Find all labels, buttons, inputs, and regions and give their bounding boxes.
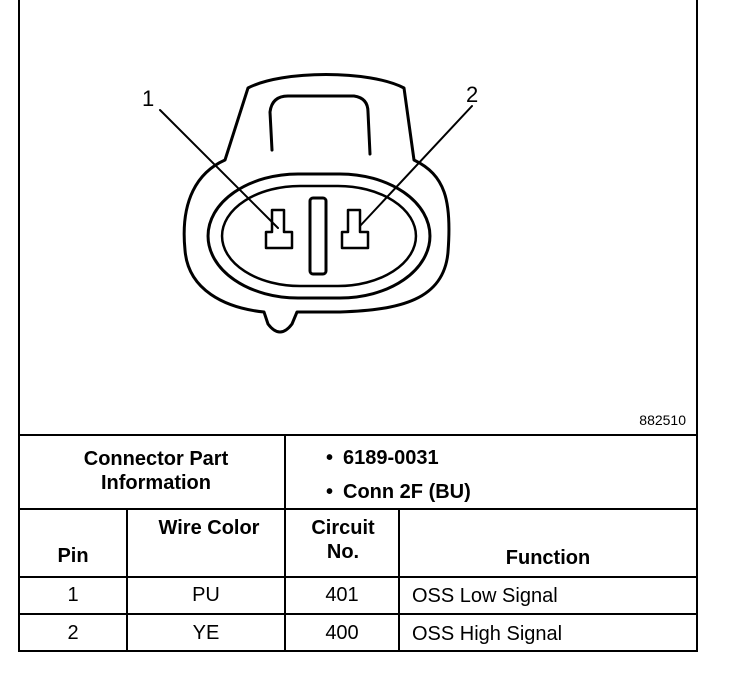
connector-info-frame: 1 2 882510 Connector Part Information 61… (18, 0, 698, 652)
connector-description: Conn 2F (BU) (326, 480, 471, 504)
col-divider-info (284, 434, 286, 652)
col-divider-pin (126, 508, 128, 652)
header-rule (20, 576, 696, 578)
locking-tab (268, 94, 372, 156)
leader-line-pin-1 (159, 109, 279, 229)
terminal-1 (264, 208, 294, 250)
header-function: Function (505, 547, 591, 569)
col-divider-circuit (398, 508, 400, 652)
pin-1-label: 1 (142, 86, 155, 111)
row-rule (20, 613, 696, 615)
row-2-circuit-no: 400 (325, 622, 359, 644)
figure-id: 882510 (639, 412, 686, 428)
row-1-function: OSS Low Signal (412, 585, 558, 607)
header-wire-color: Wire Color (158, 517, 260, 539)
connector-diagram: 1 2 882510 (20, 0, 696, 436)
row-2-wire-color: YE (192, 622, 220, 644)
leader-line-pin-2 (359, 105, 473, 227)
connector-face-drawing (159, 73, 473, 334)
row-2-function: OSS High Signal (412, 623, 563, 645)
mating-face-outer (206, 172, 432, 300)
table-top-rule (20, 434, 696, 436)
row-1-wire-color: PU (192, 584, 220, 606)
row-2-pin: 2 (67, 622, 79, 644)
header-circuit-no: Circuit No. (311, 517, 375, 563)
part-number: 6189-0031 (326, 446, 439, 470)
center-divider (308, 196, 328, 276)
part-info-rule (20, 508, 696, 510)
terminal-2 (340, 208, 370, 250)
header-pin: Pin (57, 545, 89, 567)
part-info-heading: Connector Part Information (83, 448, 229, 494)
mating-face-inner (220, 184, 418, 288)
connector-housing-outline (182, 73, 451, 334)
row-1-circuit-no: 401 (325, 584, 359, 606)
pin-2-label: 2 (466, 82, 479, 107)
row-1-pin: 1 (67, 584, 79, 606)
